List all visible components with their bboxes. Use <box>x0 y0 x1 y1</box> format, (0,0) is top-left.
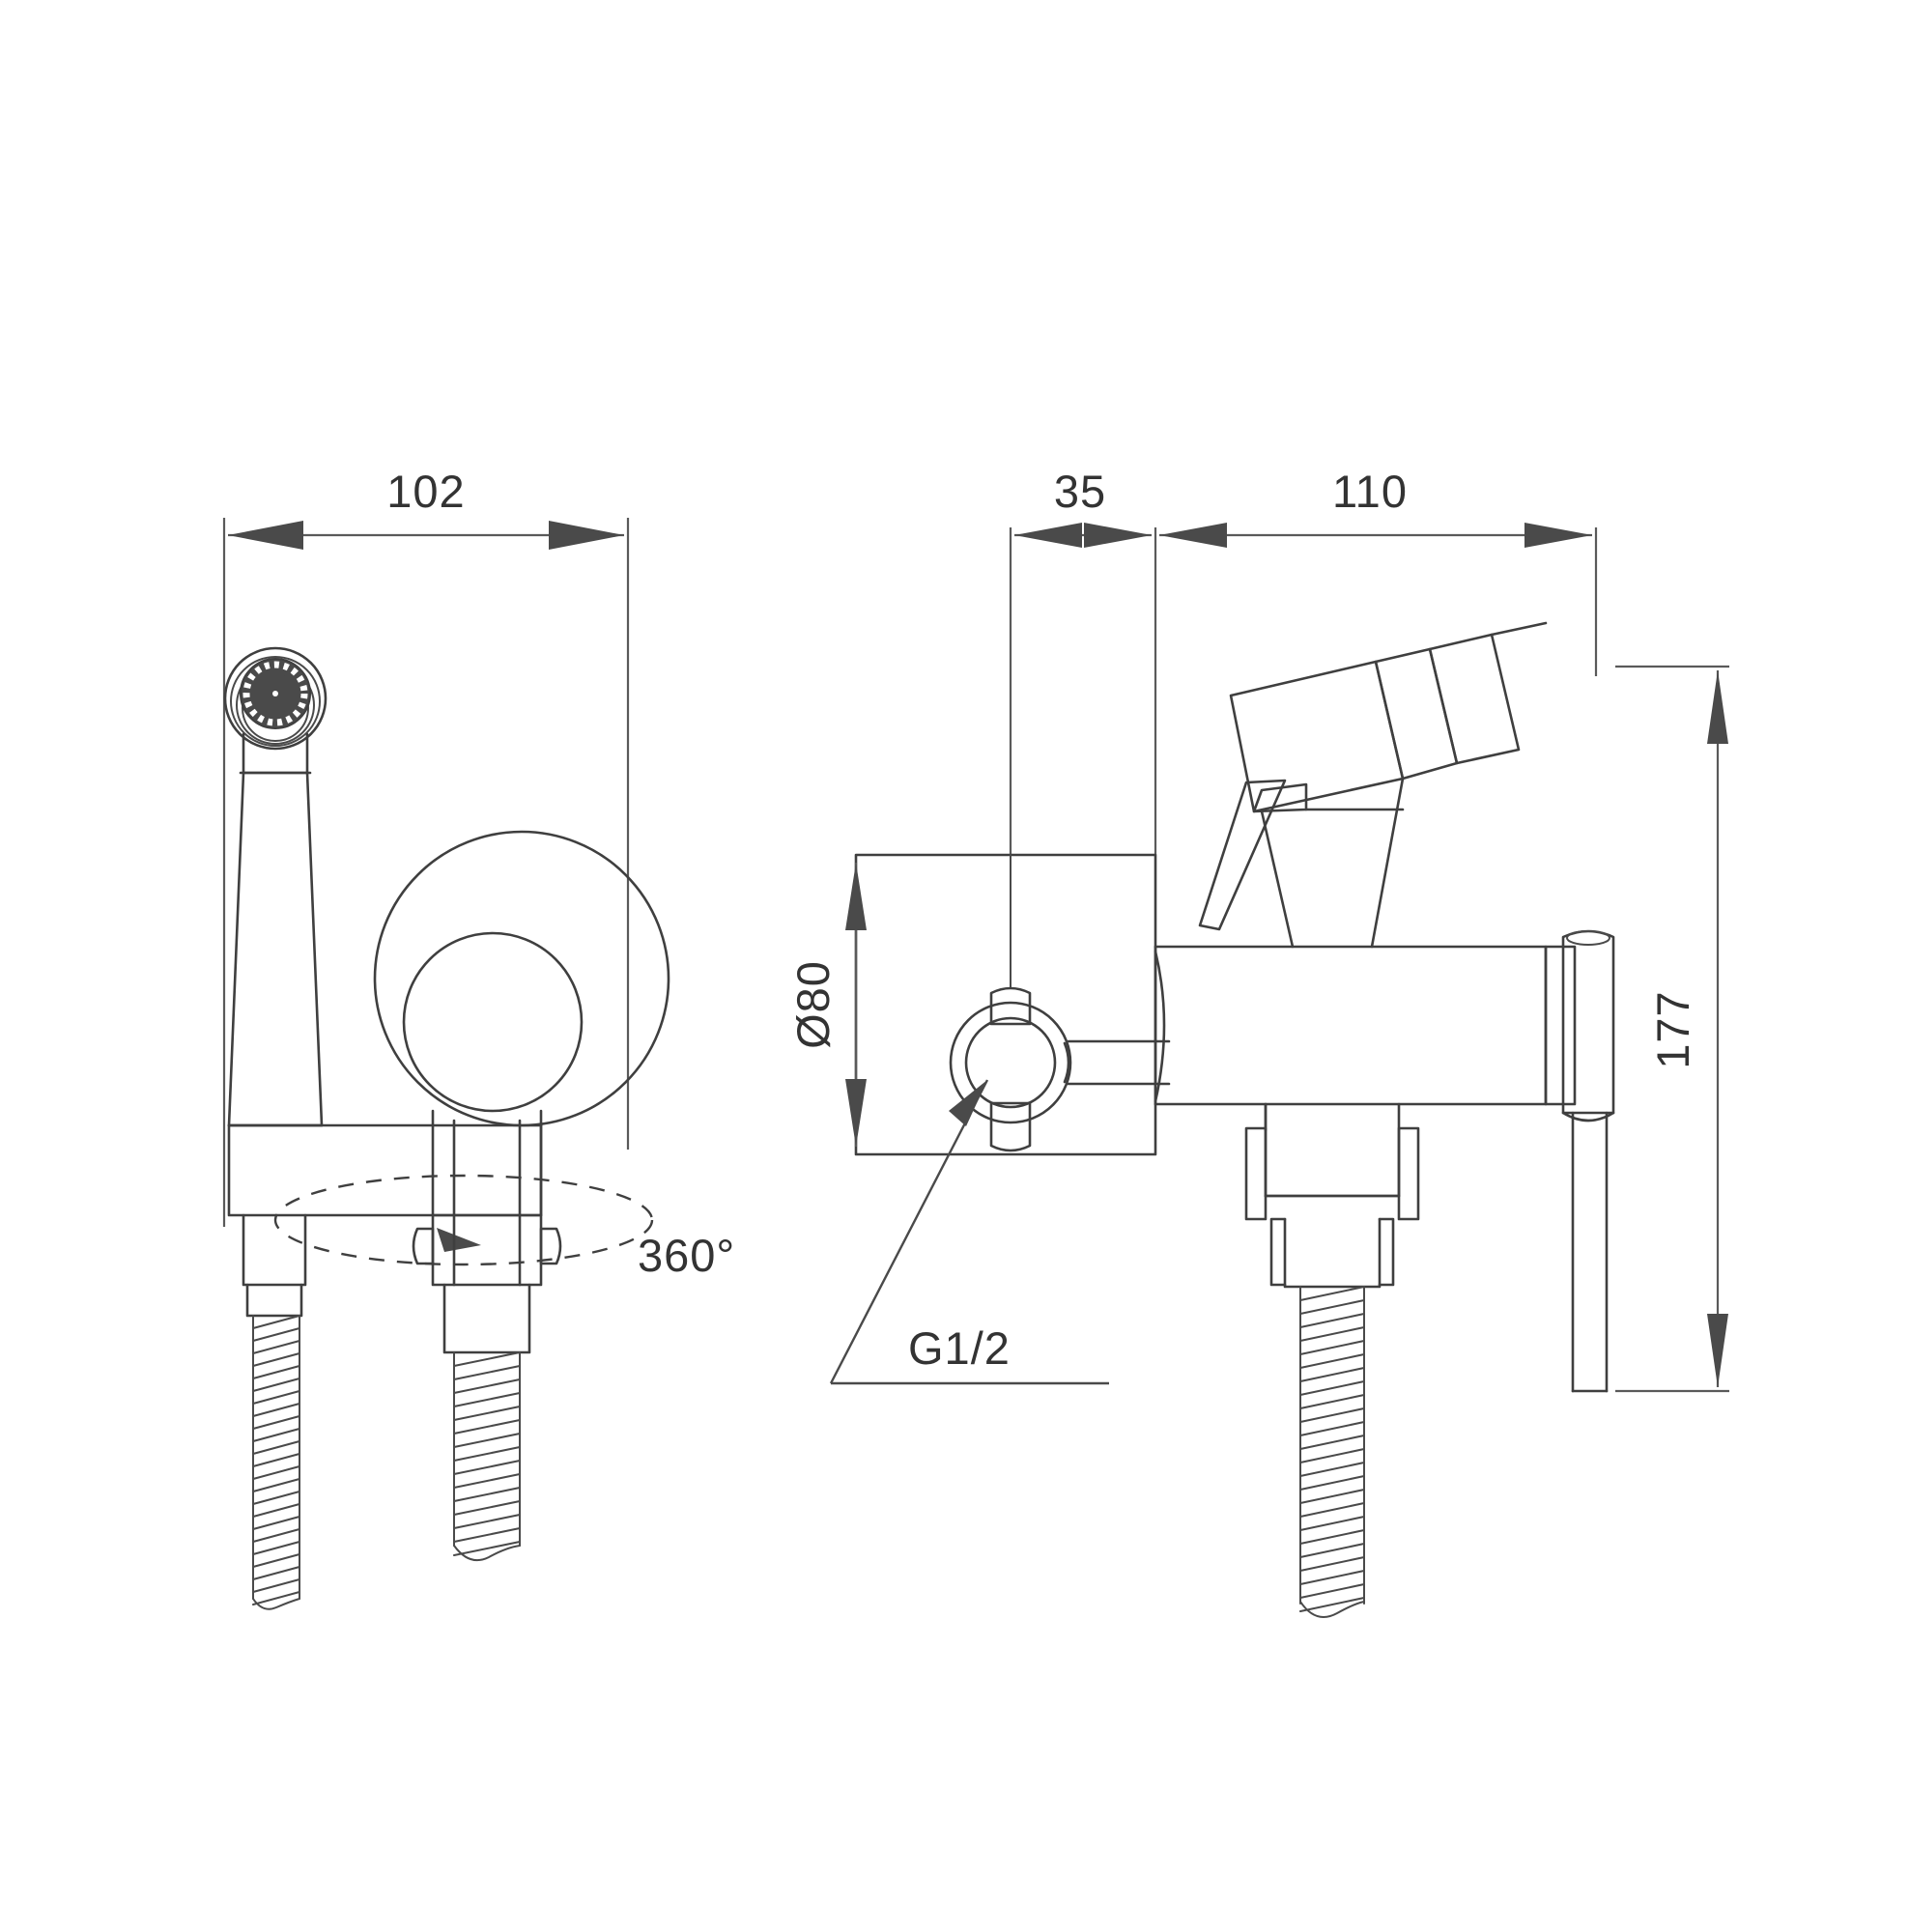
dimension-label-35: 35 <box>1054 466 1106 517</box>
left-hose <box>252 1315 300 1610</box>
rotation-ellipse <box>273 1174 654 1266</box>
left-stem-nut <box>245 1283 303 1318</box>
body-outline <box>1154 945 1548 1106</box>
arrowhead-35-left <box>1014 523 1082 548</box>
arrowhead-177-bottom <box>1707 1314 1728 1387</box>
body-wall-flange <box>1154 950 1166 1103</box>
cross-arm-side-root <box>1063 1041 1070 1084</box>
leader-arrowhead-G12 <box>949 1080 987 1126</box>
dimension-label-110: 110 <box>1332 466 1408 517</box>
front-valve-hose <box>453 1351 521 1561</box>
front-view-group: 102 <box>222 466 735 1610</box>
dimension-label-d80: Ø80 <box>787 960 839 1049</box>
dimension-projection-110: 110 <box>1159 466 1598 676</box>
wall-plate-front <box>373 830 670 1127</box>
front-valve-hose-end <box>453 1545 521 1561</box>
gun-head-block <box>1229 660 1405 813</box>
side-body <box>1154 945 1548 1106</box>
thread-callout-G12: G1/2 <box>829 1079 1109 1385</box>
hose-holder-bracket <box>1544 929 1615 1393</box>
cradle-plate <box>227 1123 543 1217</box>
head-center-dot <box>272 691 278 696</box>
outlet-nut-right <box>1378 1217 1395 1287</box>
trigger-lever <box>1198 779 1287 931</box>
holder-cradle-front <box>227 1123 543 1217</box>
valve-body-front <box>402 931 584 1113</box>
bracket-head <box>1561 929 1615 1115</box>
left-hose-end <box>252 1598 300 1610</box>
dimension-label-102: 102 <box>386 466 465 517</box>
arrowhead-left <box>228 521 303 550</box>
gun-head-top-edge <box>1490 621 1548 637</box>
side-outlet-stem <box>1244 1102 1420 1289</box>
leader-line-G12 <box>829 1079 989 1384</box>
left-outlet-stem <box>242 1213 307 1318</box>
gun-head-nozzle <box>1428 633 1521 765</box>
arrowhead-d80-bottom <box>845 1079 867 1147</box>
dimension-plate-diameter: Ø80 <box>787 863 867 1147</box>
cross-handle-valve <box>949 854 1171 1152</box>
valve-stem-block <box>431 1109 543 1217</box>
outlet-boss-right <box>1397 1126 1420 1221</box>
head-outer-ring <box>223 646 328 751</box>
arrowhead-35-right <box>1084 523 1152 548</box>
bracket-stem <box>1544 945 1577 1106</box>
rotation-label-360: 360° <box>638 1230 735 1281</box>
arrowhead-d80-top <box>845 863 867 930</box>
outlet-nut <box>1283 1217 1382 1289</box>
arrowhead-177-top <box>1707 670 1728 744</box>
head-ring-2 <box>230 656 321 747</box>
head-teeth <box>242 661 308 726</box>
left-hose-coil-lines <box>252 1315 300 1605</box>
outlet-nut-left <box>1269 1217 1287 1287</box>
head-teeth-ring <box>242 661 308 726</box>
spray-gun-head-side <box>1198 621 1548 949</box>
bracket-head-bottom <box>1561 1111 1615 1122</box>
gun-trigger-mount <box>1252 782 1308 813</box>
valve-boss-left <box>412 1227 435 1265</box>
dimension-width-102: 102 <box>222 466 630 1227</box>
cross-arm-bottom <box>989 1101 1032 1152</box>
valve-hub-outer <box>949 1001 1072 1124</box>
front-valve-outlet <box>412 1109 562 1354</box>
outlet-boss-left <box>1244 1126 1268 1221</box>
rotation-indicator-360: 360° <box>273 1174 735 1281</box>
handle-body-front <box>227 771 324 1127</box>
dimension-label-177: 177 <box>1647 990 1698 1068</box>
arrowhead-110-right <box>1524 523 1592 548</box>
front-valve-hose-coil <box>453 1351 521 1556</box>
valve-boss-right <box>539 1227 562 1265</box>
bracket-top-ellipse <box>1566 930 1610 946</box>
cross-arm-top <box>989 986 1032 1026</box>
cross-arm-side <box>1067 1039 1171 1086</box>
gun-neck <box>1260 777 1405 949</box>
side-hose <box>1299 1286 1365 1618</box>
dimension-height-177: 177 <box>1615 665 1729 1393</box>
valve-circle <box>402 931 584 1113</box>
arrowhead-110-left <box>1159 523 1227 548</box>
thread-label-G12: G1/2 <box>908 1322 1011 1374</box>
valve-outlet-nut <box>442 1283 531 1354</box>
valve-hub-inner <box>964 1016 1057 1109</box>
handle-taper <box>227 771 324 1127</box>
rotation-arrowhead <box>437 1228 481 1252</box>
spray-head-front <box>223 646 328 775</box>
left-stem-collar <box>242 1213 307 1287</box>
arrowhead-right <box>549 521 624 550</box>
outlet-collar <box>1264 1102 1401 1198</box>
side-hose-end <box>1299 1601 1365 1618</box>
dimension-depth-35: 35 <box>1009 466 1157 855</box>
wall-plate-circle <box>373 830 670 1127</box>
side-hose-coil <box>1299 1286 1365 1612</box>
side-view-group: 35 110 Ø80 <box>787 466 1729 1618</box>
